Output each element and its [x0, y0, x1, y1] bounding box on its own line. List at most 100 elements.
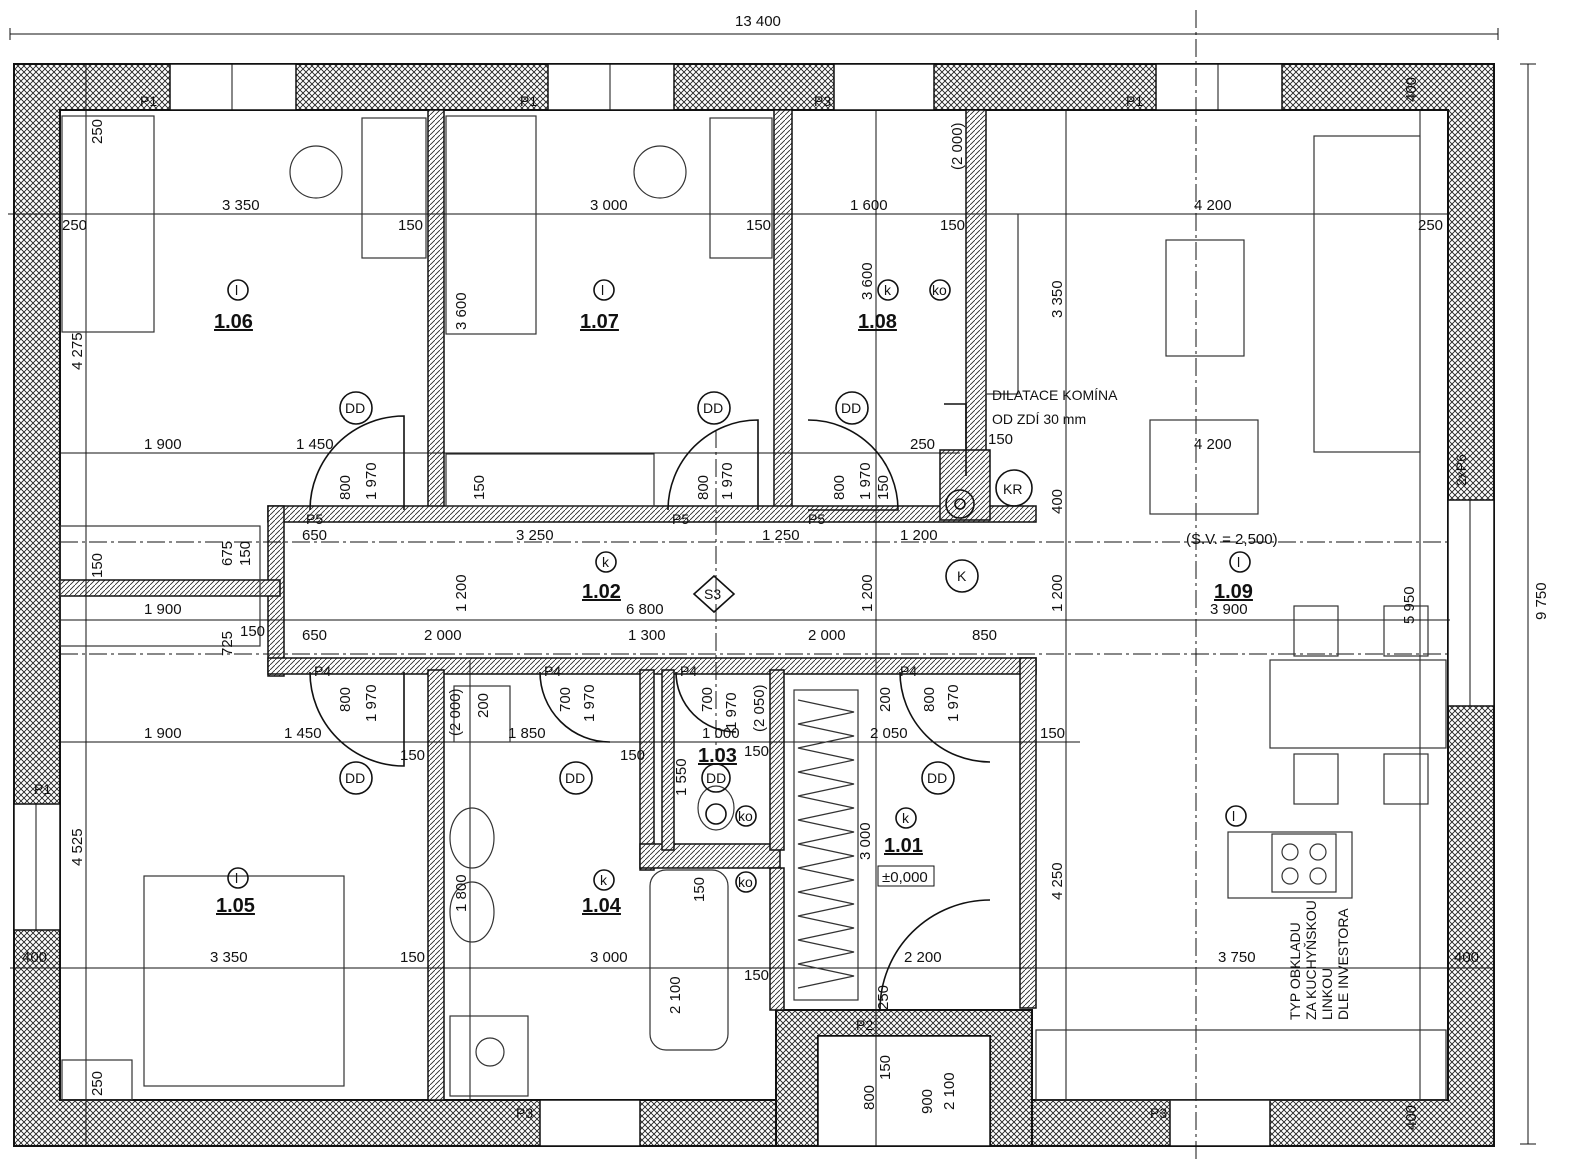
svg-text:1 600: 1 600 [850, 197, 888, 214]
svg-text:1 200: 1 200 [1049, 574, 1066, 612]
svg-text:P3: P3 [1150, 1105, 1167, 1121]
door-entrance [879, 899, 991, 1011]
svg-text:900: 900 [919, 1089, 936, 1114]
sink-104b [449, 881, 495, 943]
room-1-09-kitchen-tag: l [1225, 805, 1247, 827]
svg-text:1 970: 1 970 [719, 462, 736, 500]
kitchen-note-2: ZA KUCHYŇSKOU [1303, 900, 1319, 1020]
svg-text:1 000: 1 000 [702, 725, 740, 742]
svg-text:P4: P4 [314, 663, 331, 679]
svg-text:1.09: 1.09 [1214, 581, 1253, 603]
svg-text:150: 150 [988, 431, 1013, 448]
svg-text:1 850: 1 850 [508, 725, 546, 742]
svg-text:4 200: 4 200 [1194, 436, 1232, 453]
svg-text:1 900: 1 900 [144, 436, 182, 453]
svg-text:1 970: 1 970 [857, 462, 874, 500]
k-label: K [957, 568, 967, 584]
svg-text:150: 150 [746, 217, 771, 234]
kitchen-note-1: TYP OBKLADU [1287, 922, 1303, 1020]
svg-text:1 250: 1 250 [762, 527, 800, 544]
door-104 [539, 671, 611, 743]
svg-text:3 600: 3 600 [453, 292, 470, 330]
door-101 [899, 671, 991, 763]
svg-text:250: 250 [910, 436, 935, 453]
svg-text:250: 250 [875, 985, 892, 1010]
dimension-lines [8, 10, 1494, 1160]
bed-106 [61, 115, 155, 333]
svg-text:1 450: 1 450 [296, 436, 334, 453]
svg-text:k: k [902, 810, 910, 826]
svg-text:800: 800 [695, 475, 712, 500]
svg-text:2 000: 2 000 [808, 627, 846, 644]
svg-text:800: 800 [337, 687, 354, 712]
cooktop [1271, 833, 1337, 893]
svg-text:4 525: 4 525 [69, 828, 86, 866]
svg-text:400: 400 [1049, 489, 1066, 514]
svg-text:1 800: 1 800 [453, 874, 470, 912]
svg-text:3 350: 3 350 [1049, 280, 1066, 318]
svg-text:150: 150 [620, 747, 645, 764]
svg-text:2 100: 2 100 [667, 976, 684, 1014]
svg-text:P4: P4 [680, 663, 697, 679]
chair-107 [633, 145, 687, 199]
svg-text:DD: DD [565, 770, 585, 786]
svg-text:ko: ko [932, 282, 947, 298]
armchair-109 [1149, 419, 1259, 515]
kitchen-note-4: DLE INVESTORA [1335, 908, 1351, 1020]
kitchen-unit [1035, 1029, 1447, 1101]
svg-text:150: 150 [400, 949, 425, 966]
svg-text:2 100: 2 100 [941, 1072, 958, 1110]
svg-text:1.08: 1.08 [858, 311, 897, 333]
svg-text:800: 800 [861, 1085, 878, 1110]
svg-text:1 970: 1 970 [945, 684, 962, 722]
room-1-05: l 1.05 [216, 867, 255, 917]
svg-text:150: 150 [875, 475, 892, 500]
svg-text:DD: DD [345, 770, 365, 786]
svg-text:1.01: 1.01 [884, 835, 923, 857]
svg-text:DD: DD [927, 770, 947, 786]
sv-label: (S.V. = 2,500) [1186, 531, 1278, 548]
svg-text:P1: P1 [1126, 93, 1143, 109]
opening-labels: P1 P1 P3 P1 P1 P3 P3 P2 P5 P5 P5 P4 P4 P… [34, 93, 1469, 1121]
svg-text:2 000: 2 000 [424, 627, 462, 644]
dim-overall-height: 9 750 [1533, 582, 1550, 620]
window-p1-107 [547, 63, 675, 111]
svg-text:4 200: 4 200 [1194, 197, 1232, 214]
wardrobe-107 [445, 453, 655, 507]
door-103 [675, 671, 737, 733]
sofa-109 [1313, 135, 1421, 453]
svg-text:(2 000): (2 000) [949, 122, 966, 170]
bed-107 [445, 115, 537, 335]
svg-text:3 350: 3 350 [210, 949, 248, 966]
svg-text:l: l [601, 282, 604, 298]
svg-text:725: 725 [219, 631, 236, 656]
svg-text:5 950: 5 950 [1401, 586, 1418, 624]
svg-text:150: 150 [398, 217, 423, 234]
sink-104a [449, 807, 495, 869]
svg-text:3 600: 3 600 [859, 262, 876, 300]
svg-text:150: 150 [1040, 725, 1065, 742]
svg-text:2 200: 2 200 [904, 949, 942, 966]
svg-text:k: k [602, 554, 610, 570]
dimension-texts-vertical: 250 4 275 3 600 3 600 (2 000) 3 350 400 … [69, 77, 1420, 1130]
svg-text:150: 150 [400, 747, 425, 764]
overall-dimension-top: 13 400 [9, 13, 1499, 40]
svg-text:800: 800 [831, 475, 848, 500]
svg-text:k: k [600, 872, 608, 888]
room-1-04: k 1.04 [582, 869, 622, 917]
svg-text:4 275: 4 275 [69, 332, 86, 370]
svg-text:1 200: 1 200 [900, 527, 938, 544]
svg-text:700: 700 [699, 687, 716, 712]
svg-text:l: l [235, 282, 238, 298]
svg-text:P3: P3 [814, 93, 831, 109]
svg-text:1 900: 1 900 [144, 725, 182, 742]
svg-text:1 550: 1 550 [673, 758, 690, 796]
svg-text:P1: P1 [520, 93, 537, 109]
svg-text:S3: S3 [704, 586, 721, 602]
kitchen-note-3: LINKOU [1319, 968, 1335, 1020]
svg-text:1 970: 1 970 [363, 684, 380, 722]
svg-text:ko: ko [738, 874, 753, 890]
dim-overall-width: 13 400 [735, 13, 781, 30]
door-106 [309, 415, 405, 511]
svg-text:P1: P1 [140, 93, 157, 109]
